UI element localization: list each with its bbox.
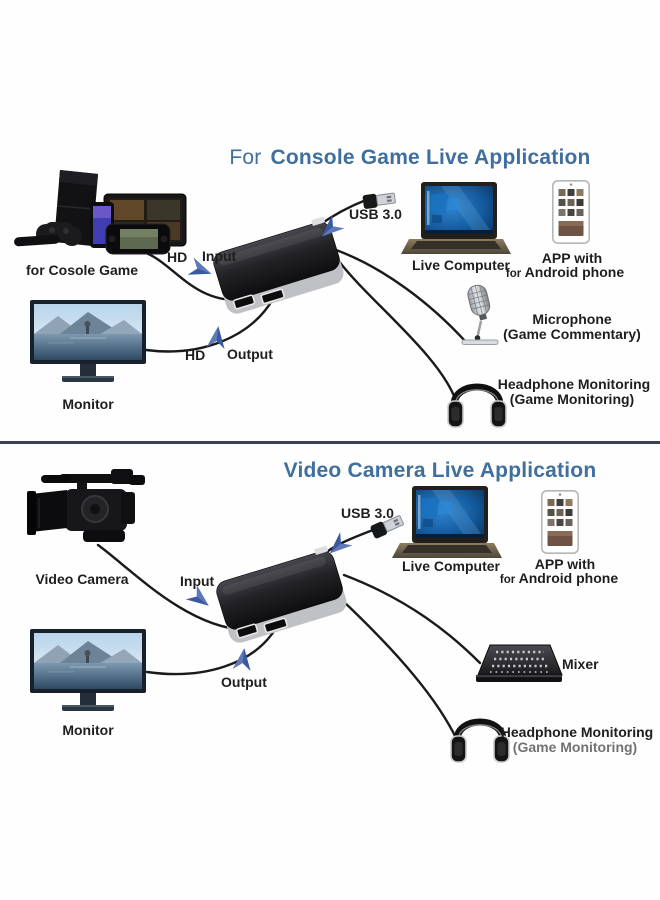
monitor-icon-1: [30, 300, 150, 388]
usb-plug-icon-1: [362, 190, 398, 211]
cable-capture-card-to-monitor-2: [145, 626, 278, 676]
capture-card-icon-1: [203, 216, 353, 316]
input-label-1: Input: [202, 248, 237, 264]
smartphone-icon-2: [541, 490, 580, 555]
usb-label-2: USB 3.0: [341, 505, 394, 521]
usb-plug-icon-2: [369, 512, 407, 540]
microphone-icon: [452, 283, 508, 347]
section1-title-main: Console Game Live Application: [270, 146, 591, 169]
usb-arrow-icon-1: [314, 214, 345, 245]
app-label-line2-2: for Android phone: [492, 570, 626, 586]
headphone-label-line1-1: Headphone Monitoring: [497, 376, 651, 392]
section-divider: [0, 441, 660, 444]
output-label-1: Output: [227, 346, 273, 362]
capture-card-icon-2: [206, 545, 356, 645]
monitor-icon-2: [30, 629, 150, 717]
video-camera-label: Video Camera: [35, 571, 129, 587]
cable-camera-to-capture-card: [96, 543, 247, 632]
output-label-2: Output: [221, 674, 267, 690]
headphone-label-line1-2: Headphone Monitoring: [500, 724, 654, 740]
headphones-icon-1: [447, 369, 507, 431]
usb-arrow-icon-2: [322, 531, 353, 562]
section2-title: Video Camera Live Application: [190, 459, 660, 483]
output-arrow-icon-2: [232, 646, 255, 672]
smartphone-icon-1: [552, 180, 591, 245]
usb-label-1: USB 3.0: [349, 206, 402, 222]
app-label-line1-1: APP with: [541, 250, 603, 266]
live-computer-label-1: Live Computer: [411, 257, 510, 273]
section1-title-prefix: For: [229, 146, 262, 169]
input-label-2: Input: [180, 573, 215, 589]
input-arrow-icon-1: [186, 256, 215, 283]
headphones-icon-2: [450, 704, 510, 766]
app-label-phone-2: Android phone: [518, 570, 619, 586]
cable-capture-card-to-headphones-2: [340, 598, 459, 742]
output-arrow-icon-1: [206, 324, 229, 350]
cable-capture-card-to-headphones-1: [336, 258, 458, 403]
mixer-label: Mixer: [562, 656, 599, 672]
section1-title: For Console Game Live Application: [150, 146, 660, 170]
console-group-label: for Cosole Game: [25, 262, 139, 278]
headphone-label-line2-1: (Game Monitoring): [509, 391, 635, 407]
monitor-label-2: Monitor: [62, 722, 114, 738]
app-label-for-1: for: [505, 268, 522, 280]
game-console-group-icon: [8, 166, 188, 261]
app-label-line2-1: for Android phone: [500, 264, 630, 280]
microphone-label-line1: Microphone: [532, 311, 612, 327]
input-arrow-icon-2: [184, 584, 215, 615]
live-computer-label-2: Live Computer: [401, 558, 500, 574]
cable-capture-card-to-microphone: [334, 248, 467, 343]
section2-title-main: Video Camera Live Application: [283, 459, 597, 482]
laptop-icon-1: [401, 182, 511, 260]
laptop-icon-2: [392, 486, 502, 564]
app-label-line1-2: APP with: [534, 556, 596, 572]
microphone-label-line2: (Game Commentary): [503, 326, 641, 342]
app-label-phone-1: Android phone: [524, 264, 625, 280]
hd-input-label: HD: [167, 249, 188, 265]
monitor-label-1: Monitor: [62, 396, 114, 412]
hd-output-label: HD: [185, 347, 206, 363]
audio-mixer-icon: [474, 641, 564, 687]
headphone-label-line2-2: (Game Monitoring): [512, 739, 638, 755]
cable-capture-card-to-mixer: [342, 573, 482, 665]
video-camera-icon: [25, 464, 155, 559]
app-label-for-2: for: [499, 574, 516, 586]
